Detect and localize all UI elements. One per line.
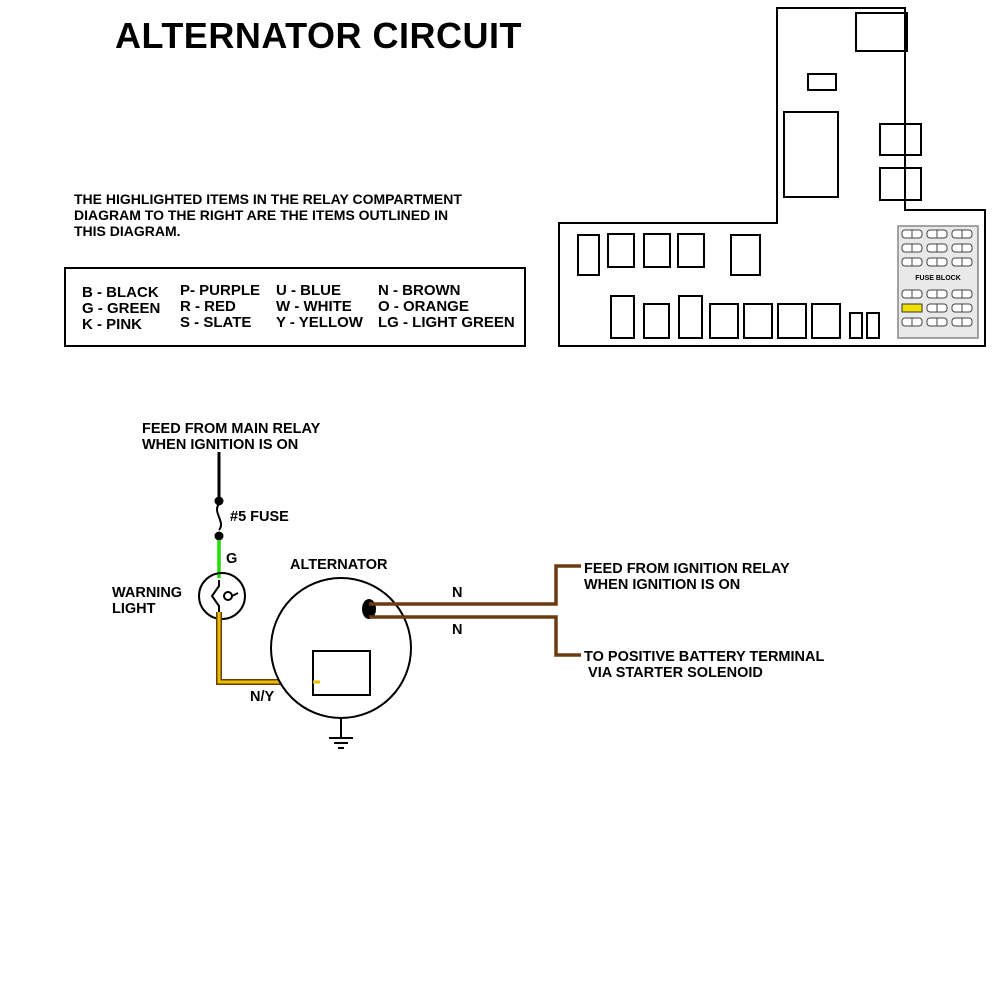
compartment-outline bbox=[558, 7, 986, 347]
relay-box bbox=[879, 167, 922, 201]
fuse-5-symbol bbox=[214, 496, 224, 541]
color-legend bbox=[64, 267, 526, 347]
relay-box bbox=[709, 303, 739, 339]
relay-box bbox=[811, 303, 841, 339]
intro-line-1: THE HIGHLIGHTED ITEMS IN THE RELAY COMPA… bbox=[74, 191, 462, 207]
alternator-regulator bbox=[312, 650, 371, 696]
relay-box bbox=[777, 303, 807, 339]
brown-wire-label: N bbox=[452, 585, 463, 601]
legend-item: B - BLACK bbox=[82, 284, 159, 301]
legend-item: P- PURPLE bbox=[180, 282, 261, 299]
relay-box bbox=[849, 312, 863, 339]
relay-box bbox=[577, 234, 600, 276]
relay-box bbox=[643, 303, 670, 339]
legend-item: U - BLUE bbox=[276, 282, 341, 299]
battery-terminal-label: VIA STARTER SOLENOID bbox=[584, 665, 763, 681]
brown-wire-label: N bbox=[452, 622, 463, 638]
legend-item: S - SLATE bbox=[180, 314, 252, 331]
relay-box bbox=[807, 73, 837, 91]
relay-box bbox=[610, 295, 635, 339]
legend-item: R - RED bbox=[180, 298, 236, 315]
battery-terminal-label: TO POSITIVE BATTERY TERMINAL bbox=[584, 649, 825, 665]
relay-box bbox=[866, 312, 880, 339]
legend-item: O - ORANGE bbox=[378, 298, 469, 315]
alternator-symbol bbox=[270, 577, 412, 719]
feed-ignition-relay-label: FEED FROM IGNITION RELAY bbox=[584, 561, 790, 577]
feed-ignition-relay-label: WHEN IGNITION IS ON bbox=[584, 577, 741, 593]
legend-item: G - GREEN bbox=[82, 300, 161, 317]
fuse-5-highlight bbox=[901, 303, 923, 313]
relay-box bbox=[743, 303, 773, 339]
relay-box bbox=[879, 123, 922, 156]
relay-box bbox=[643, 233, 671, 268]
relay-box bbox=[730, 234, 761, 276]
fuse-label: #5 FUSE bbox=[230, 509, 289, 525]
feed-main-relay-label: FEED FROM MAIN RELAY bbox=[142, 421, 321, 437]
relay-box bbox=[678, 295, 703, 339]
warning-light-label: LIGHT bbox=[112, 601, 156, 617]
legend-item: N - BROWN bbox=[378, 282, 461, 299]
legend-item: LG - LIGHT GREEN bbox=[378, 314, 515, 331]
intro-line-3: THIS DIAGRAM. bbox=[74, 223, 181, 239]
legend-item: K - PINK bbox=[82, 316, 142, 333]
alternator-label: ALTERNATOR bbox=[290, 557, 388, 573]
legend-item: Y - YELLOW bbox=[276, 314, 363, 331]
ground-symbol bbox=[329, 718, 353, 749]
warning-light-label: WARNING bbox=[112, 585, 183, 601]
relay-box bbox=[677, 233, 705, 268]
green-wire-label: G bbox=[226, 551, 238, 567]
relay-box bbox=[783, 111, 839, 198]
relay-box bbox=[607, 233, 635, 268]
legend-item: W - WHITE bbox=[276, 298, 352, 315]
ny-wire-label: N/Y bbox=[250, 689, 275, 705]
relay-box bbox=[855, 12, 908, 52]
feed-main-relay-label: WHEN IGNITION IS ON bbox=[142, 437, 299, 453]
intro-line-2: DIAGRAM TO THE RIGHT ARE THE ITEMS OUTLI… bbox=[74, 207, 449, 223]
fuse-block-label: FUSE BLOCK bbox=[915, 275, 961, 282]
page-title: ALTERNATOR CIRCUIT bbox=[115, 15, 522, 56]
brown-wires bbox=[369, 564, 581, 657]
fuse-block: FUSE BLOCK bbox=[897, 225, 979, 339]
